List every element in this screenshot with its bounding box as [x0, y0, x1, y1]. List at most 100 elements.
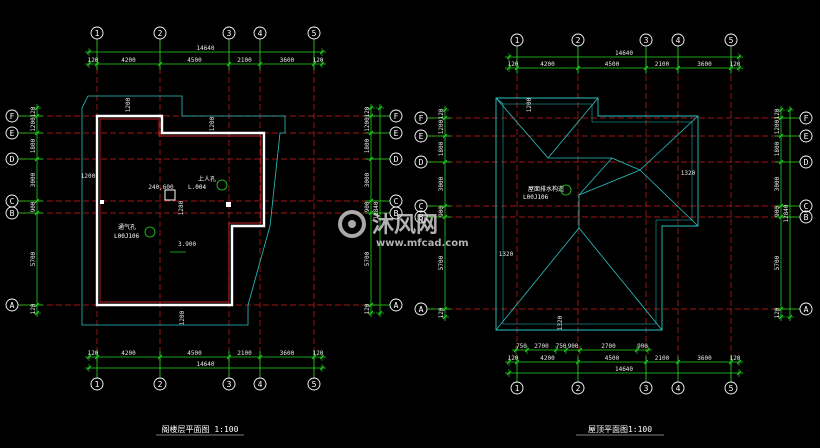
axis-bubble-right-circle [799, 302, 813, 316]
axis-bubble-top-circle [571, 33, 585, 47]
bottom-dimension-value: 4500 [605, 355, 620, 362]
right-total-dimension-value: 12840 [783, 204, 790, 222]
eave-outline [81, 95, 286, 326]
axis-bubble-left-label: C [419, 202, 424, 211]
column-marker [100, 200, 104, 204]
top-dimension-value: 120 [88, 57, 99, 64]
axis-bubble-left-circle [414, 199, 428, 213]
axis-bubble-right-circle [799, 210, 813, 224]
axis-bubble-right-label: D [804, 158, 809, 167]
right-dimension-value: 120 [364, 303, 371, 314]
roof-eave-inner [502, 103, 693, 325]
axis-bubble-left-circle [414, 302, 428, 316]
top-dimension-value: 120 [313, 57, 324, 64]
right-dimension-value: 900 [364, 201, 371, 212]
bottom-dimension-value: 120 [508, 355, 519, 362]
roof-hatch [164, 189, 176, 201]
vent-ref: L00J106 [523, 194, 549, 201]
axis-bubble-right-label: E [394, 129, 399, 138]
top-dimension-value: 3600 [280, 57, 295, 64]
note-1320: 1320 [499, 251, 514, 258]
bottom-dimension-value: 120 [730, 355, 741, 362]
axis-bubble-left-label: F [10, 112, 15, 121]
bottom-sub-dimension-value: 750 [556, 343, 567, 350]
right-dimension-value: 1200 [364, 117, 371, 132]
bottom-dimension-value: 120 [313, 350, 324, 357]
axis-bubble-bottom-circle [253, 377, 267, 391]
axis-bubble-top-circle [307, 26, 321, 40]
bottom-dimension-value: 4500 [187, 350, 202, 357]
right-dimension-value: 5700 [774, 255, 781, 270]
bottom-sub-dimension-value: 2700 [534, 343, 549, 350]
axis-bubble-top-circle [671, 33, 685, 47]
roof-ridge-line [639, 169, 699, 227]
bottom-dimension-value: 2100 [655, 355, 670, 362]
axis-bubble-right-circle [389, 298, 403, 312]
axis-bubble-bottom-label: 3 [644, 384, 649, 393]
axis-bubble-bottom-circle [90, 377, 104, 391]
axis-bubble-right-circle [799, 111, 813, 125]
axis-bubble-bottom-circle [222, 377, 236, 391]
bottom-dimension-value: 3600 [280, 350, 295, 357]
axis-bubble-right-circle [799, 199, 813, 213]
hatch-ref: L.004 [188, 184, 206, 191]
vent-label: 屋面排水构造 [528, 185, 564, 193]
top-dimension-value: 120 [730, 61, 741, 68]
axis-bubble-left-circle [5, 298, 19, 312]
bottom-dimension-value: 3600 [697, 355, 712, 362]
axis-bubble-left-label: A [419, 305, 424, 314]
axis-bubble-left-label: D [419, 158, 424, 167]
left-dimension-value: 1200 [30, 117, 37, 132]
left-dimension-value: 120 [30, 106, 37, 117]
bottom-dimension-value: 2100 [237, 350, 252, 357]
note-1200: 1200 [209, 116, 216, 131]
drawing-title: 阁楼层平面图 1:100 [162, 424, 239, 434]
drawing-title: 屋顶平面图1:100 [588, 425, 652, 434]
left-dimension-value: 1200 [438, 119, 445, 134]
exterior-wall [95, 114, 266, 307]
vent-ref: L00J106 [114, 233, 140, 240]
axis-bubble-top-label: 5 [729, 36, 734, 45]
watermark-logo-icon [338, 210, 366, 238]
left-dimension-value: 900 [30, 201, 37, 212]
axis-bubble-bottom-label: 1 [95, 380, 100, 389]
axis-bubble-top-circle [253, 26, 267, 40]
left-dimension-value: 120 [438, 108, 445, 119]
top-dimension-value: 4500 [187, 57, 202, 64]
right-dimension-value: 3000 [774, 176, 781, 191]
right-dimension-value: 1800 [364, 138, 371, 153]
axis-bubble-left-label: E [419, 132, 424, 141]
top-dimension-value: 4200 [540, 61, 555, 68]
bottom-sub-dimension-value: 900 [568, 343, 579, 350]
axis-bubble-top-label: 1 [515, 36, 520, 45]
right-dimension-value: 120 [364, 106, 371, 117]
axis-bubble-top-label: 4 [258, 29, 263, 38]
axis-bubble-top-label: 1 [95, 29, 100, 38]
detail-callout [144, 226, 156, 238]
axis-bubble-left-circle [414, 129, 428, 143]
axis-bubble-left-label: D [10, 155, 15, 164]
bottom-sub-dimension-value: 2700 [601, 343, 616, 350]
top-dimension-value: 4200 [121, 57, 136, 64]
left-dimension-value: 900 [438, 206, 445, 217]
right-dimension-value: 1200 [774, 119, 781, 134]
top-dimension-value: 2100 [655, 61, 670, 68]
axis-bubble-left-circle [414, 111, 428, 125]
roof-ridge-line [639, 115, 699, 171]
axis-bubble-bottom-label: 5 [729, 384, 734, 393]
roof-ridge-line [495, 97, 549, 159]
axis-bubble-top-label: 3 [227, 29, 232, 38]
axis-bubble-left-label: F [419, 114, 424, 123]
axis-bubble-right-label: C [804, 202, 809, 211]
note-1320: 1320 [681, 170, 696, 177]
axis-bubble-right-circle [389, 206, 403, 220]
axis-bubble-top-circle [639, 33, 653, 47]
axis-bubble-right-circle [389, 152, 403, 166]
axis-bubble-right-label: C [394, 197, 399, 206]
top-total-dimension-value: 14640 [196, 45, 214, 52]
axis-bubble-left-circle [414, 155, 428, 169]
